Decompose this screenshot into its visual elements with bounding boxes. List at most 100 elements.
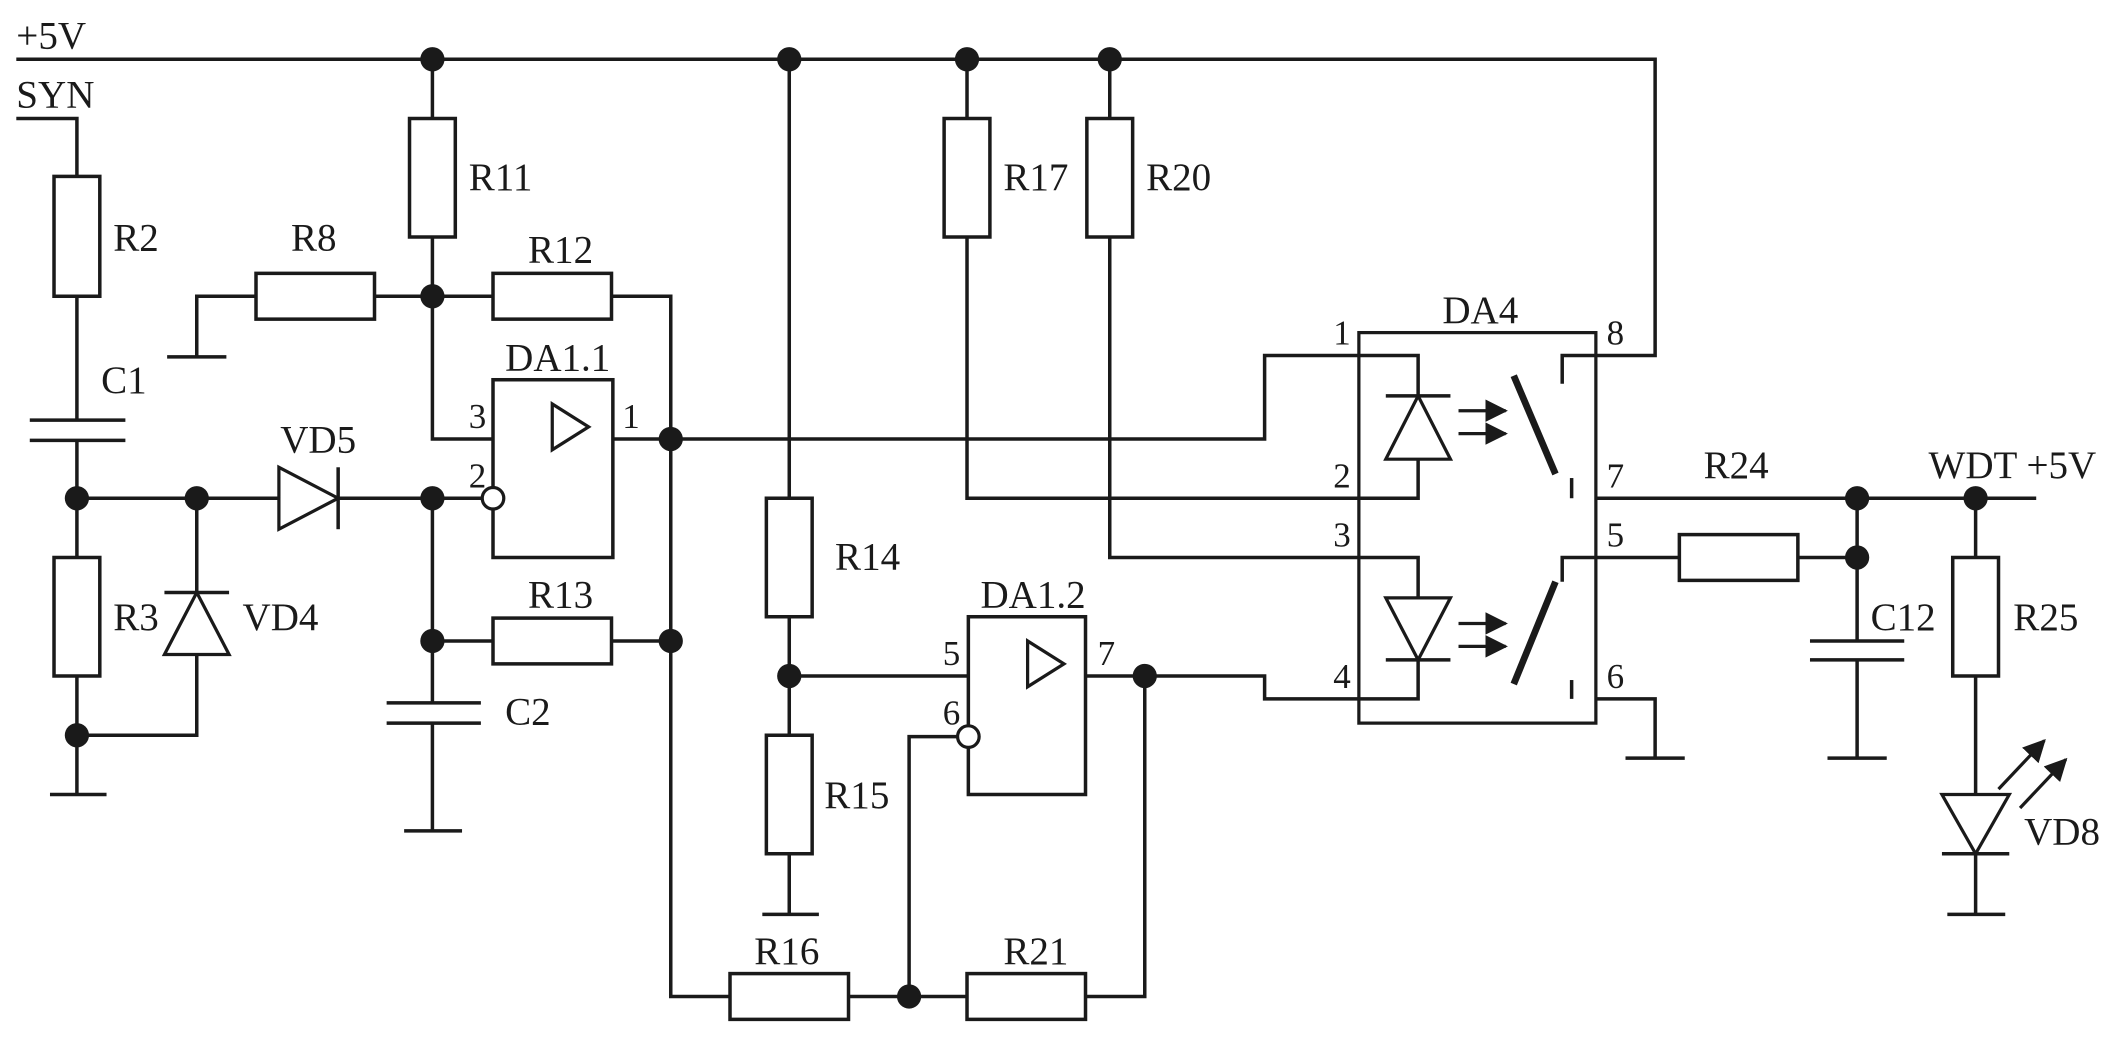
- pin-label: 1: [622, 397, 640, 436]
- pin-labels: 3 2 1 5 6 7 1 2 3 4 5 6 7 8: [469, 314, 1624, 733]
- label-r8: R8: [291, 216, 337, 259]
- label-c12: C12: [1871, 596, 1936, 639]
- resistor-bodies: [52, 116, 2001, 1022]
- led-icon: [1383, 392, 1454, 461]
- resistor-r11: [407, 116, 458, 239]
- resistor-r13: [491, 616, 614, 666]
- net-label-supply: +5V: [16, 14, 86, 57]
- pin-label: 7: [1607, 456, 1625, 495]
- capacitor-plates: [29, 418, 1905, 725]
- resistor-r16: [728, 971, 851, 1022]
- junction-dot: [954, 47, 980, 72]
- led-vd8: [1939, 738, 2068, 858]
- opamp-da1-1: [480, 377, 615, 560]
- label-da4: DA4: [1442, 289, 1518, 332]
- diode-vd4: [161, 589, 232, 657]
- label-vd8: VD8: [2024, 810, 2100, 853]
- resistor-r15: [764, 733, 814, 856]
- resistor-r2: [52, 174, 102, 299]
- label-da1-1: DA1.1: [505, 336, 610, 379]
- amplifier-triangle-icon: [550, 401, 592, 453]
- resistor-r20: [1085, 116, 1135, 239]
- junction-dot: [64, 723, 90, 748]
- pin-label: 6: [1607, 657, 1625, 696]
- resistor-r12: [491, 271, 614, 321]
- pin-label: 3: [469, 397, 487, 436]
- pin-label: 1: [1333, 314, 1351, 353]
- net-label-sync: SYN: [16, 74, 94, 117]
- label-da1-2: DA1.2: [980, 573, 1085, 616]
- light-emission-arrow-icon: [2018, 757, 2068, 810]
- label-vd4: VD4: [243, 596, 319, 639]
- ground-symbols: [49, 355, 2006, 917]
- junction-dot: [1844, 545, 1870, 570]
- diode-vd5: [277, 464, 342, 532]
- capacitor-c2: [386, 701, 481, 725]
- resistor-r14: [764, 496, 814, 619]
- junction-dot: [420, 486, 445, 511]
- resistor-r25: [1950, 555, 2001, 678]
- junction-dot: [420, 628, 445, 654]
- label-r13: R13: [528, 573, 593, 616]
- junction-dot: [184, 486, 209, 511]
- inverting-input-bubble-icon: [955, 724, 981, 749]
- label-vd5: VD5: [280, 418, 356, 461]
- label-r21: R21: [1003, 930, 1068, 973]
- pin-label: 5: [943, 634, 961, 673]
- resistor-r17: [942, 116, 992, 239]
- label-r25: R25: [2013, 596, 2078, 639]
- label-r16: R16: [754, 930, 819, 973]
- junction-dots: [64, 47, 1988, 1009]
- capacitor-c12: [1809, 639, 1905, 662]
- amplifier-triangle-icon: [1025, 638, 1067, 690]
- pin-label: 5: [1607, 516, 1625, 555]
- label-r14: R14: [835, 536, 900, 579]
- junction-dot: [896, 984, 922, 1009]
- pin-label: 2: [1333, 456, 1351, 495]
- net-labels: +5V SYN WDT +5V: [16, 14, 2096, 487]
- junction-dot: [1844, 486, 1870, 511]
- resistor-r24: [1677, 532, 1800, 583]
- pin-label: 7: [1098, 634, 1116, 673]
- junction-dot: [1963, 486, 1988, 511]
- label-c1: C1: [101, 359, 147, 402]
- junction-dot: [777, 663, 802, 689]
- pin-label: 4: [1333, 657, 1351, 696]
- pin-label: 3: [1333, 516, 1351, 555]
- pin-label: 2: [469, 456, 487, 495]
- component-labels: R2 R3 R8 R11 R12 R13 R14 R15 R16 R17 R20…: [101, 156, 2100, 973]
- capacitor-c1: [29, 418, 126, 443]
- junction-dot: [777, 47, 802, 72]
- pin-label: 8: [1607, 314, 1625, 353]
- junction-dot: [1132, 663, 1157, 689]
- label-r11: R11: [469, 156, 533, 199]
- optocoupler-da4: [1357, 330, 1598, 725]
- opamp-da1-2: [955, 614, 1088, 797]
- junction-dot: [1097, 47, 1122, 72]
- label-r15: R15: [824, 774, 889, 817]
- led-icon: [1383, 596, 1454, 664]
- inverting-input-bubble-icon: [480, 485, 506, 511]
- wiring: [16, 57, 2037, 999]
- label-r24: R24: [1704, 444, 1769, 487]
- junction-dot: [658, 628, 683, 654]
- junction-dot: [658, 426, 683, 452]
- resistor-r3: [52, 555, 102, 678]
- light-emission-arrow-icon: [1997, 738, 2046, 791]
- label-r12: R12: [528, 229, 593, 272]
- junction-dot: [420, 284, 445, 309]
- label-r3: R3: [113, 596, 159, 639]
- switch-contact-icon: [1510, 580, 1559, 686]
- resistor-r8: [254, 271, 377, 321]
- label-r17: R17: [1003, 156, 1068, 199]
- label-r20: R20: [1146, 156, 1211, 199]
- switch-contact-icon: [1510, 374, 1559, 476]
- pin-label: 6: [943, 693, 961, 732]
- junction-dot: [64, 486, 90, 511]
- junction-dot: [420, 47, 445, 72]
- label-c2: C2: [505, 690, 551, 733]
- net-label-output: WDT +5V: [1928, 444, 2096, 487]
- resistor-r21: [965, 971, 1088, 1022]
- label-r2: R2: [113, 216, 159, 259]
